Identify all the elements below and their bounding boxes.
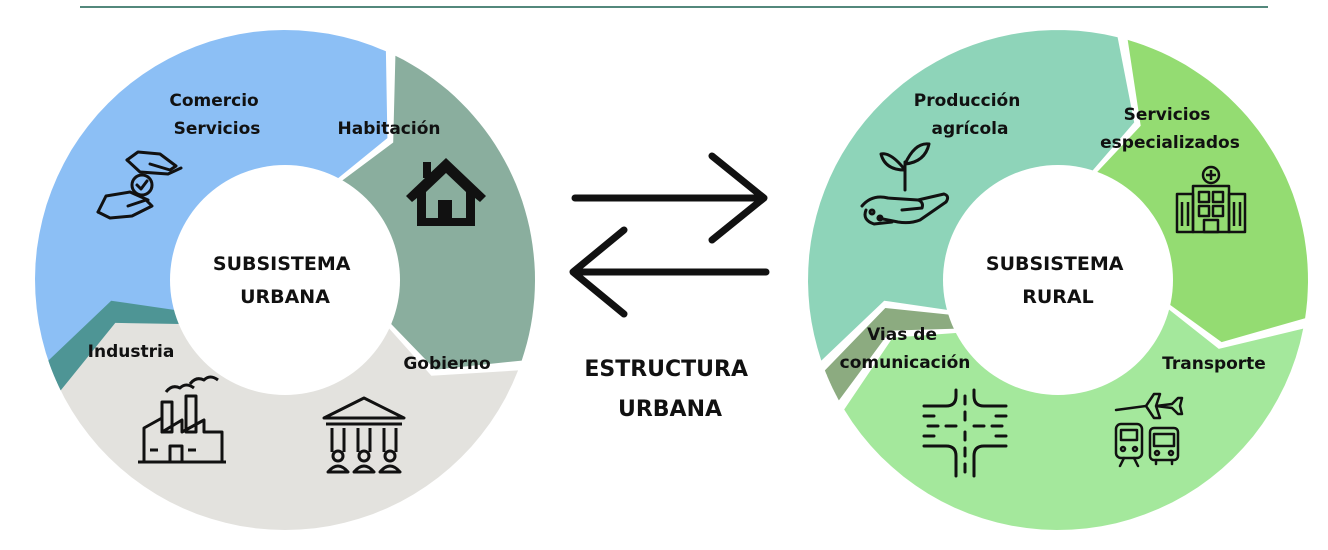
label-transporte: Transporte: [1162, 354, 1266, 374]
house-icon: [406, 158, 486, 226]
label-comercio: Comercio: [169, 91, 258, 111]
label-habitacion: Habitación: [338, 119, 441, 139]
label-vias-de: Vias de: [867, 325, 937, 345]
transport-icon: [1114, 392, 1184, 468]
urban-center-line-2: URBANA: [240, 286, 330, 308]
segment-produccion-agricola: [808, 30, 1135, 361]
rural-center-line-1: SUBSISTEMA: [986, 253, 1124, 275]
rural-center-label: SUBSISTEMA RURAL: [986, 253, 1130, 308]
label-servicios-r: Servicios: [1124, 105, 1211, 125]
label-agricola: agrícola: [932, 119, 1009, 139]
label-comunicacion: comunicación: [840, 353, 971, 373]
segment-habitacion: [329, 55, 535, 370]
hands-checkmark-icon: [96, 150, 183, 220]
rural-center-circle: [943, 165, 1173, 395]
urban-cycle: SUBSISTEMA URBANA Comercio Servicios Hab…: [35, 30, 535, 530]
segment-gobierno: [51, 308, 519, 530]
estructura-line: ESTRUCTURA: [584, 357, 748, 382]
label-comercio-servicios: Comercio Servicios: [169, 91, 264, 139]
urban-center-line-1: SUBSISTEMA: [213, 253, 351, 275]
rural-cycle: SUBSISTEMA RURAL Producción agrícola Ser…: [808, 30, 1308, 530]
label-produccion: Producción: [914, 91, 1021, 111]
hospital-icon: [1175, 165, 1247, 234]
urbana-line: URBANA: [618, 397, 722, 422]
estructura-urbana-label: ESTRUCTURA URBANA: [584, 357, 755, 422]
label-especializados: especializados: [1100, 133, 1240, 153]
label-gobierno: Gobierno: [403, 354, 490, 374]
roads-icon: [922, 388, 1008, 478]
plant-in-hand-icon: [860, 142, 950, 226]
middle-arrows: ESTRUCTURA URBANA: [569, 152, 770, 422]
right-arrow-icon: [571, 152, 768, 244]
left-arrow-icon: [569, 226, 770, 318]
factory-icon: [138, 375, 226, 464]
label-industria: Industria: [88, 342, 175, 362]
segment-industria: [48, 300, 196, 391]
label-produccion-agricola: Producción agrícola: [914, 91, 1026, 139]
government-building-icon: [322, 396, 406, 474]
urban-center-label: SUBSISTEMA URBANA: [213, 253, 357, 308]
label-servicios-especializados: Servicios especializados: [1100, 105, 1240, 153]
segment-transporte: [844, 299, 1304, 530]
rural-center-line-2: RURAL: [1022, 286, 1094, 308]
label-vias-comunicacion: Vias de comunicación: [840, 325, 971, 373]
segment-servicios-especializados: [1085, 39, 1308, 343]
label-servicios: Servicios: [174, 119, 261, 139]
urban-center-circle: [170, 165, 400, 395]
